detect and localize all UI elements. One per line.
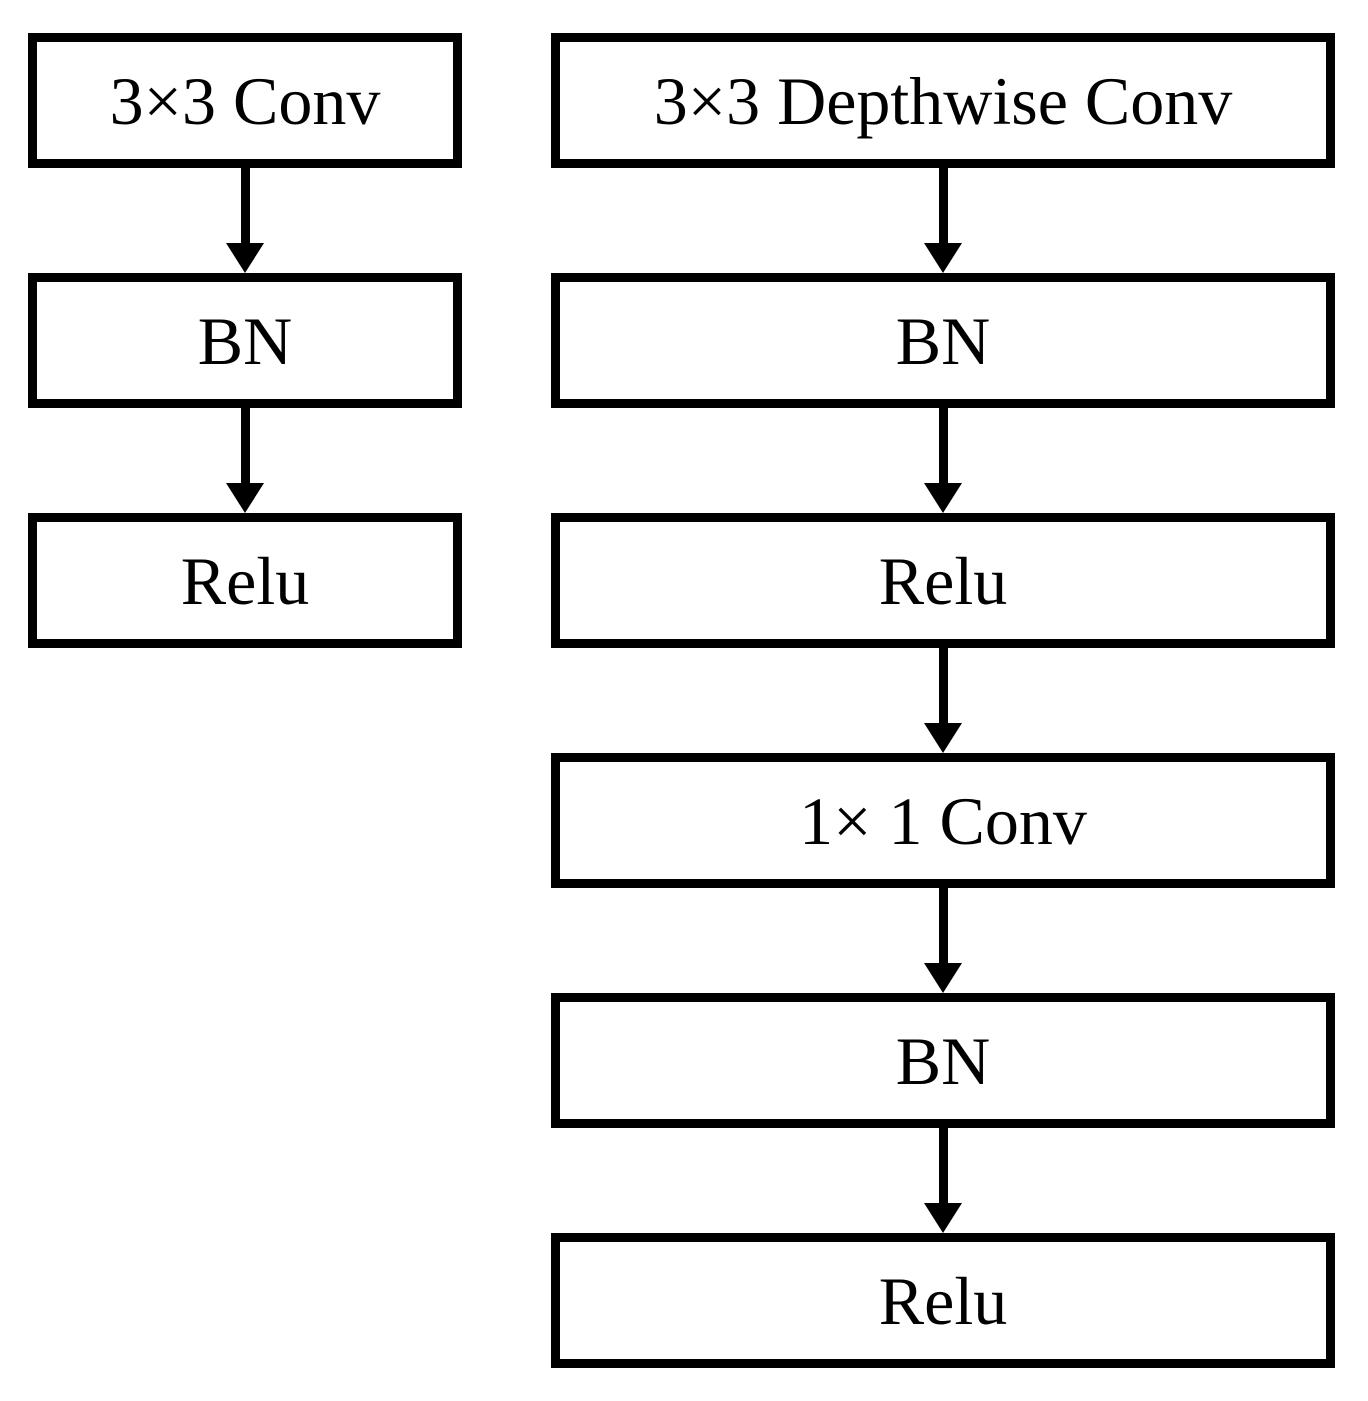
node-bn: BN <box>28 273 462 408</box>
arrow-head <box>924 243 962 273</box>
arrow-shaft <box>938 408 948 483</box>
arrow-head <box>226 243 264 273</box>
node-relu: Relu <box>551 1233 1335 1368</box>
arrow-head <box>924 483 962 513</box>
arrow-shaft <box>938 888 948 963</box>
arrow-head <box>924 1203 962 1233</box>
arrow-down-icon <box>924 408 962 513</box>
arrow-shaft <box>938 648 948 723</box>
arrow-head <box>226 483 264 513</box>
node-relu: Relu <box>551 513 1335 648</box>
node-1x1-conv: 1× 1 Conv <box>551 753 1335 888</box>
arrow-down-icon <box>924 888 962 993</box>
node-3x3-conv: 3×3 Conv <box>28 33 462 168</box>
arrow-head <box>924 963 962 993</box>
node-3x3-depthwise-conv: 3×3 Depthwise Conv <box>551 33 1335 168</box>
arrow-head <box>924 723 962 753</box>
node-relu: Relu <box>28 513 462 648</box>
arrow-down-icon <box>226 168 264 273</box>
node-bn: BN <box>551 993 1335 1128</box>
node-bn: BN <box>551 273 1335 408</box>
arrow-shaft <box>938 1128 948 1203</box>
arrow-shaft <box>240 168 250 243</box>
arrow-shaft <box>240 408 250 483</box>
arrow-down-icon <box>924 648 962 753</box>
arrow-down-icon <box>924 1128 962 1233</box>
arrow-down-icon <box>226 408 264 513</box>
arrow-shaft <box>938 168 948 243</box>
arrow-down-icon <box>924 168 962 273</box>
